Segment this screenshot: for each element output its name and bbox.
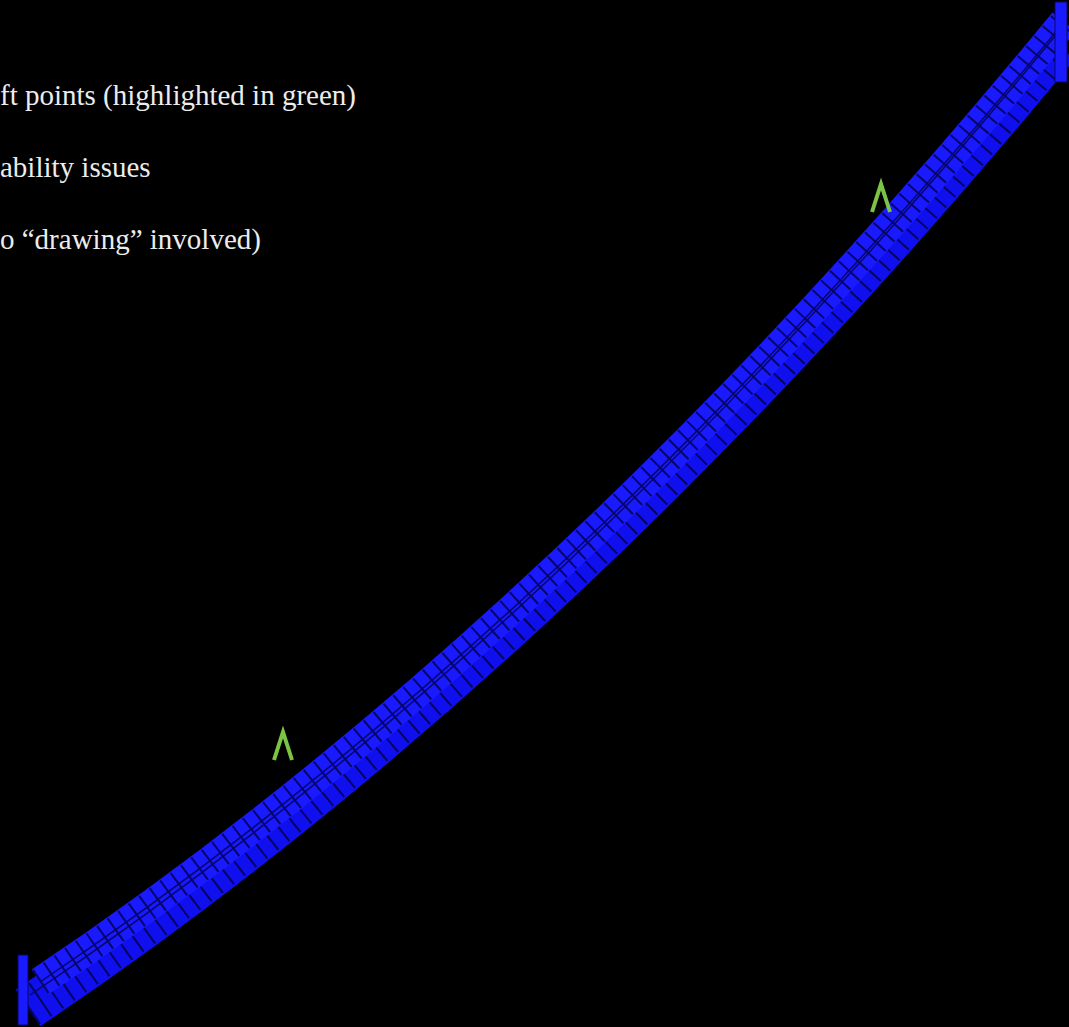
beam-end [18, 955, 28, 1025]
mesh-line [30, 30, 1060, 995]
bullet-text: o “drawing” involved) [0, 222, 261, 257]
bullet-text: ability issues [0, 150, 151, 185]
flange-centerline [40, 22, 1064, 982]
beam-flange [40, 22, 1064, 982]
lift-point-marker [872, 184, 890, 212]
beam-end [1055, 2, 1067, 82]
lift-point-marker [274, 732, 292, 760]
flange-mesh [40, 22, 1064, 982]
bullet-text: ft points (highlighted in green) [0, 78, 356, 113]
